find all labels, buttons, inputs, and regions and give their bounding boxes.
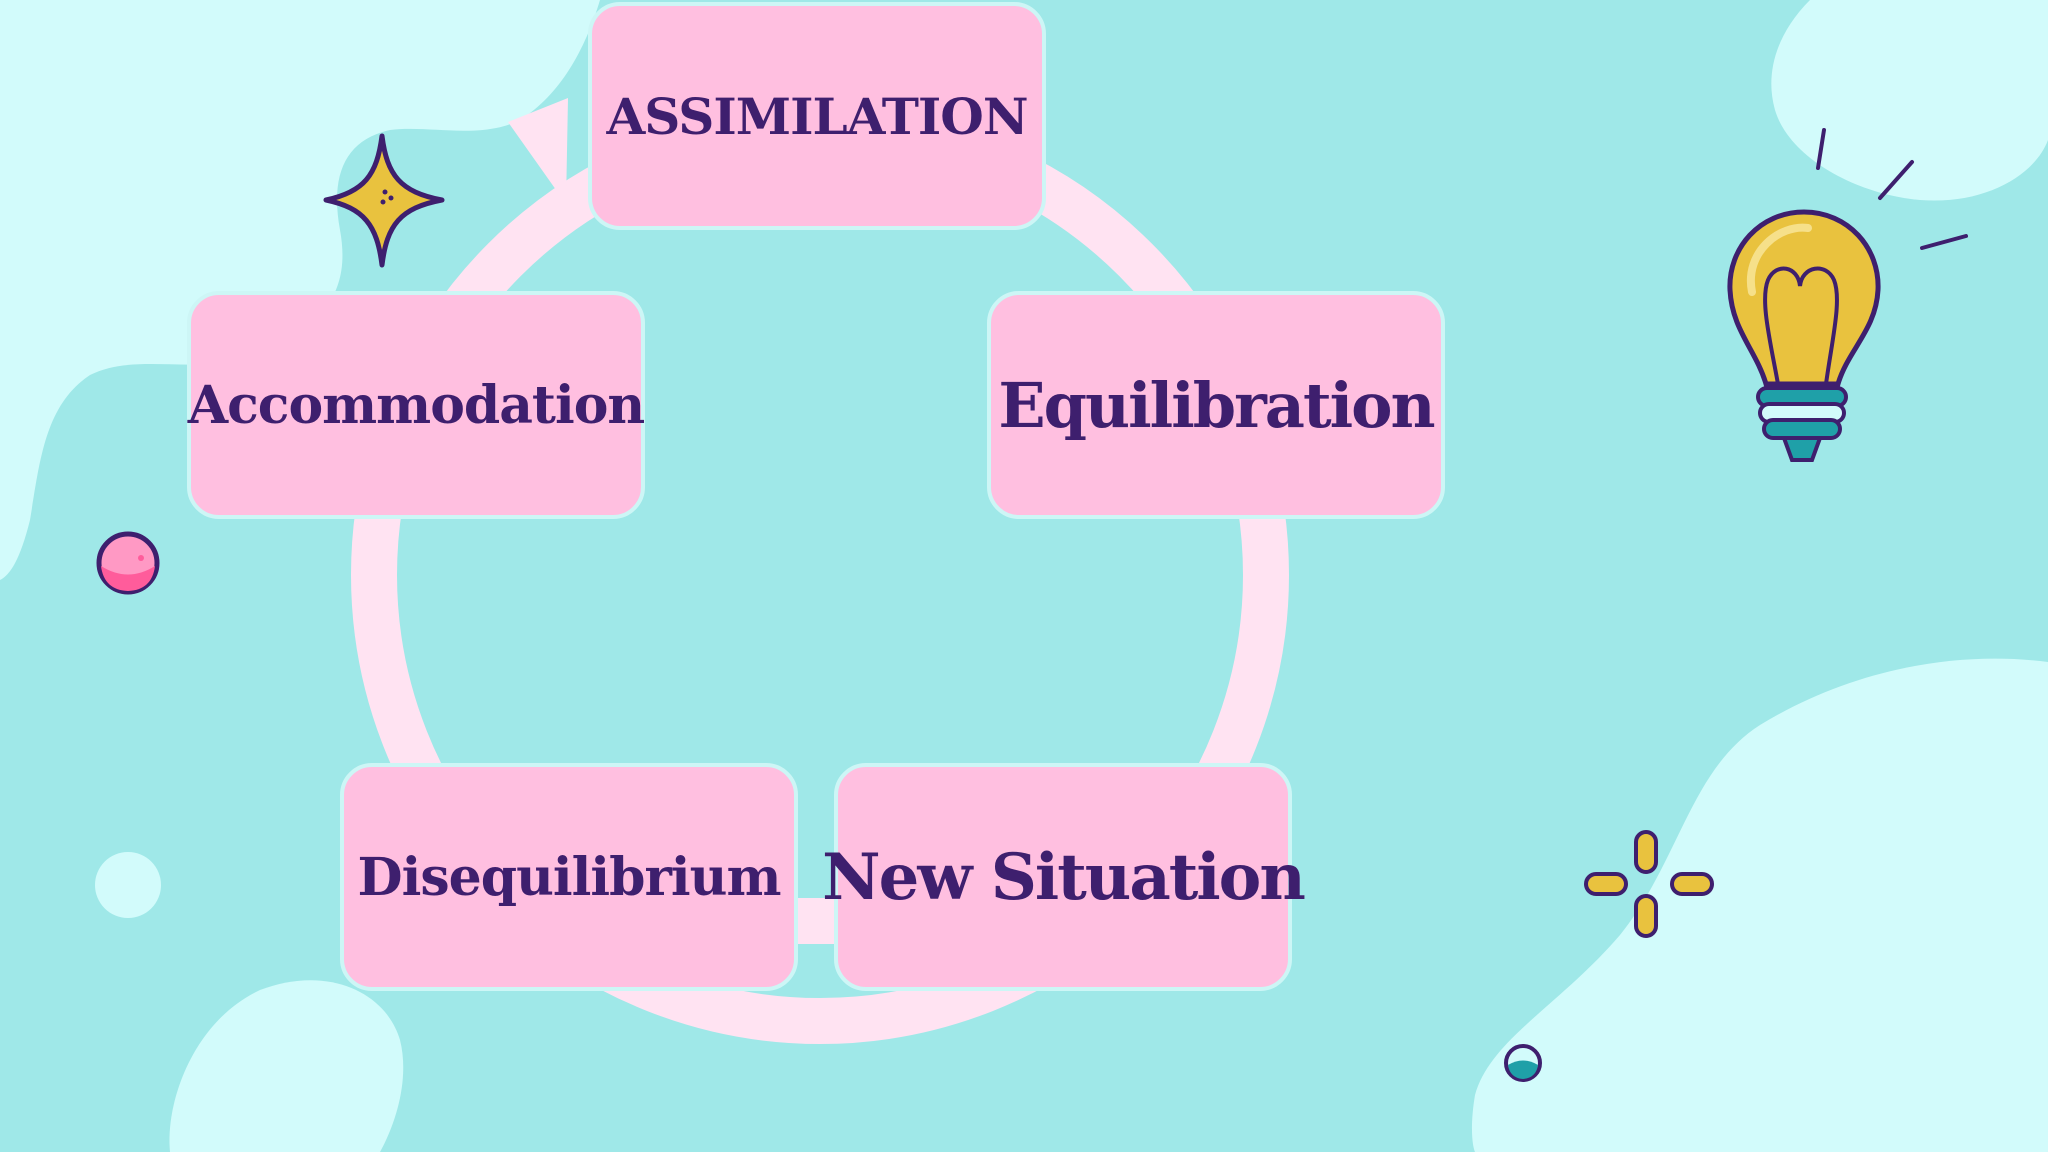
blob-top-left — [0, 0, 600, 580]
blob-bottom-left — [169, 980, 404, 1152]
teal-ball-icon — [1504, 1044, 1542, 1082]
stage-assimilation: ASSIMILATION — [588, 2, 1046, 230]
sparkle-star-icon — [323, 133, 445, 268]
stage-disequilibrium: Disequilibrium — [340, 763, 798, 991]
blob-top-right — [1771, 0, 2048, 201]
stage-equilibration: Equilibration — [987, 291, 1445, 519]
cycle-arrowhead — [508, 98, 568, 204]
sparkle-dashes-icon — [1584, 830, 1714, 938]
stage-accommodation: Accommodation — [187, 291, 645, 519]
pink-ball-icon — [96, 531, 160, 595]
dot-small-left — [95, 852, 161, 918]
blob-bottom-right — [1471, 658, 2048, 1152]
stage-new-situation: New Situation — [822, 763, 1306, 991]
light-bulb-icon — [1727, 128, 1968, 462]
